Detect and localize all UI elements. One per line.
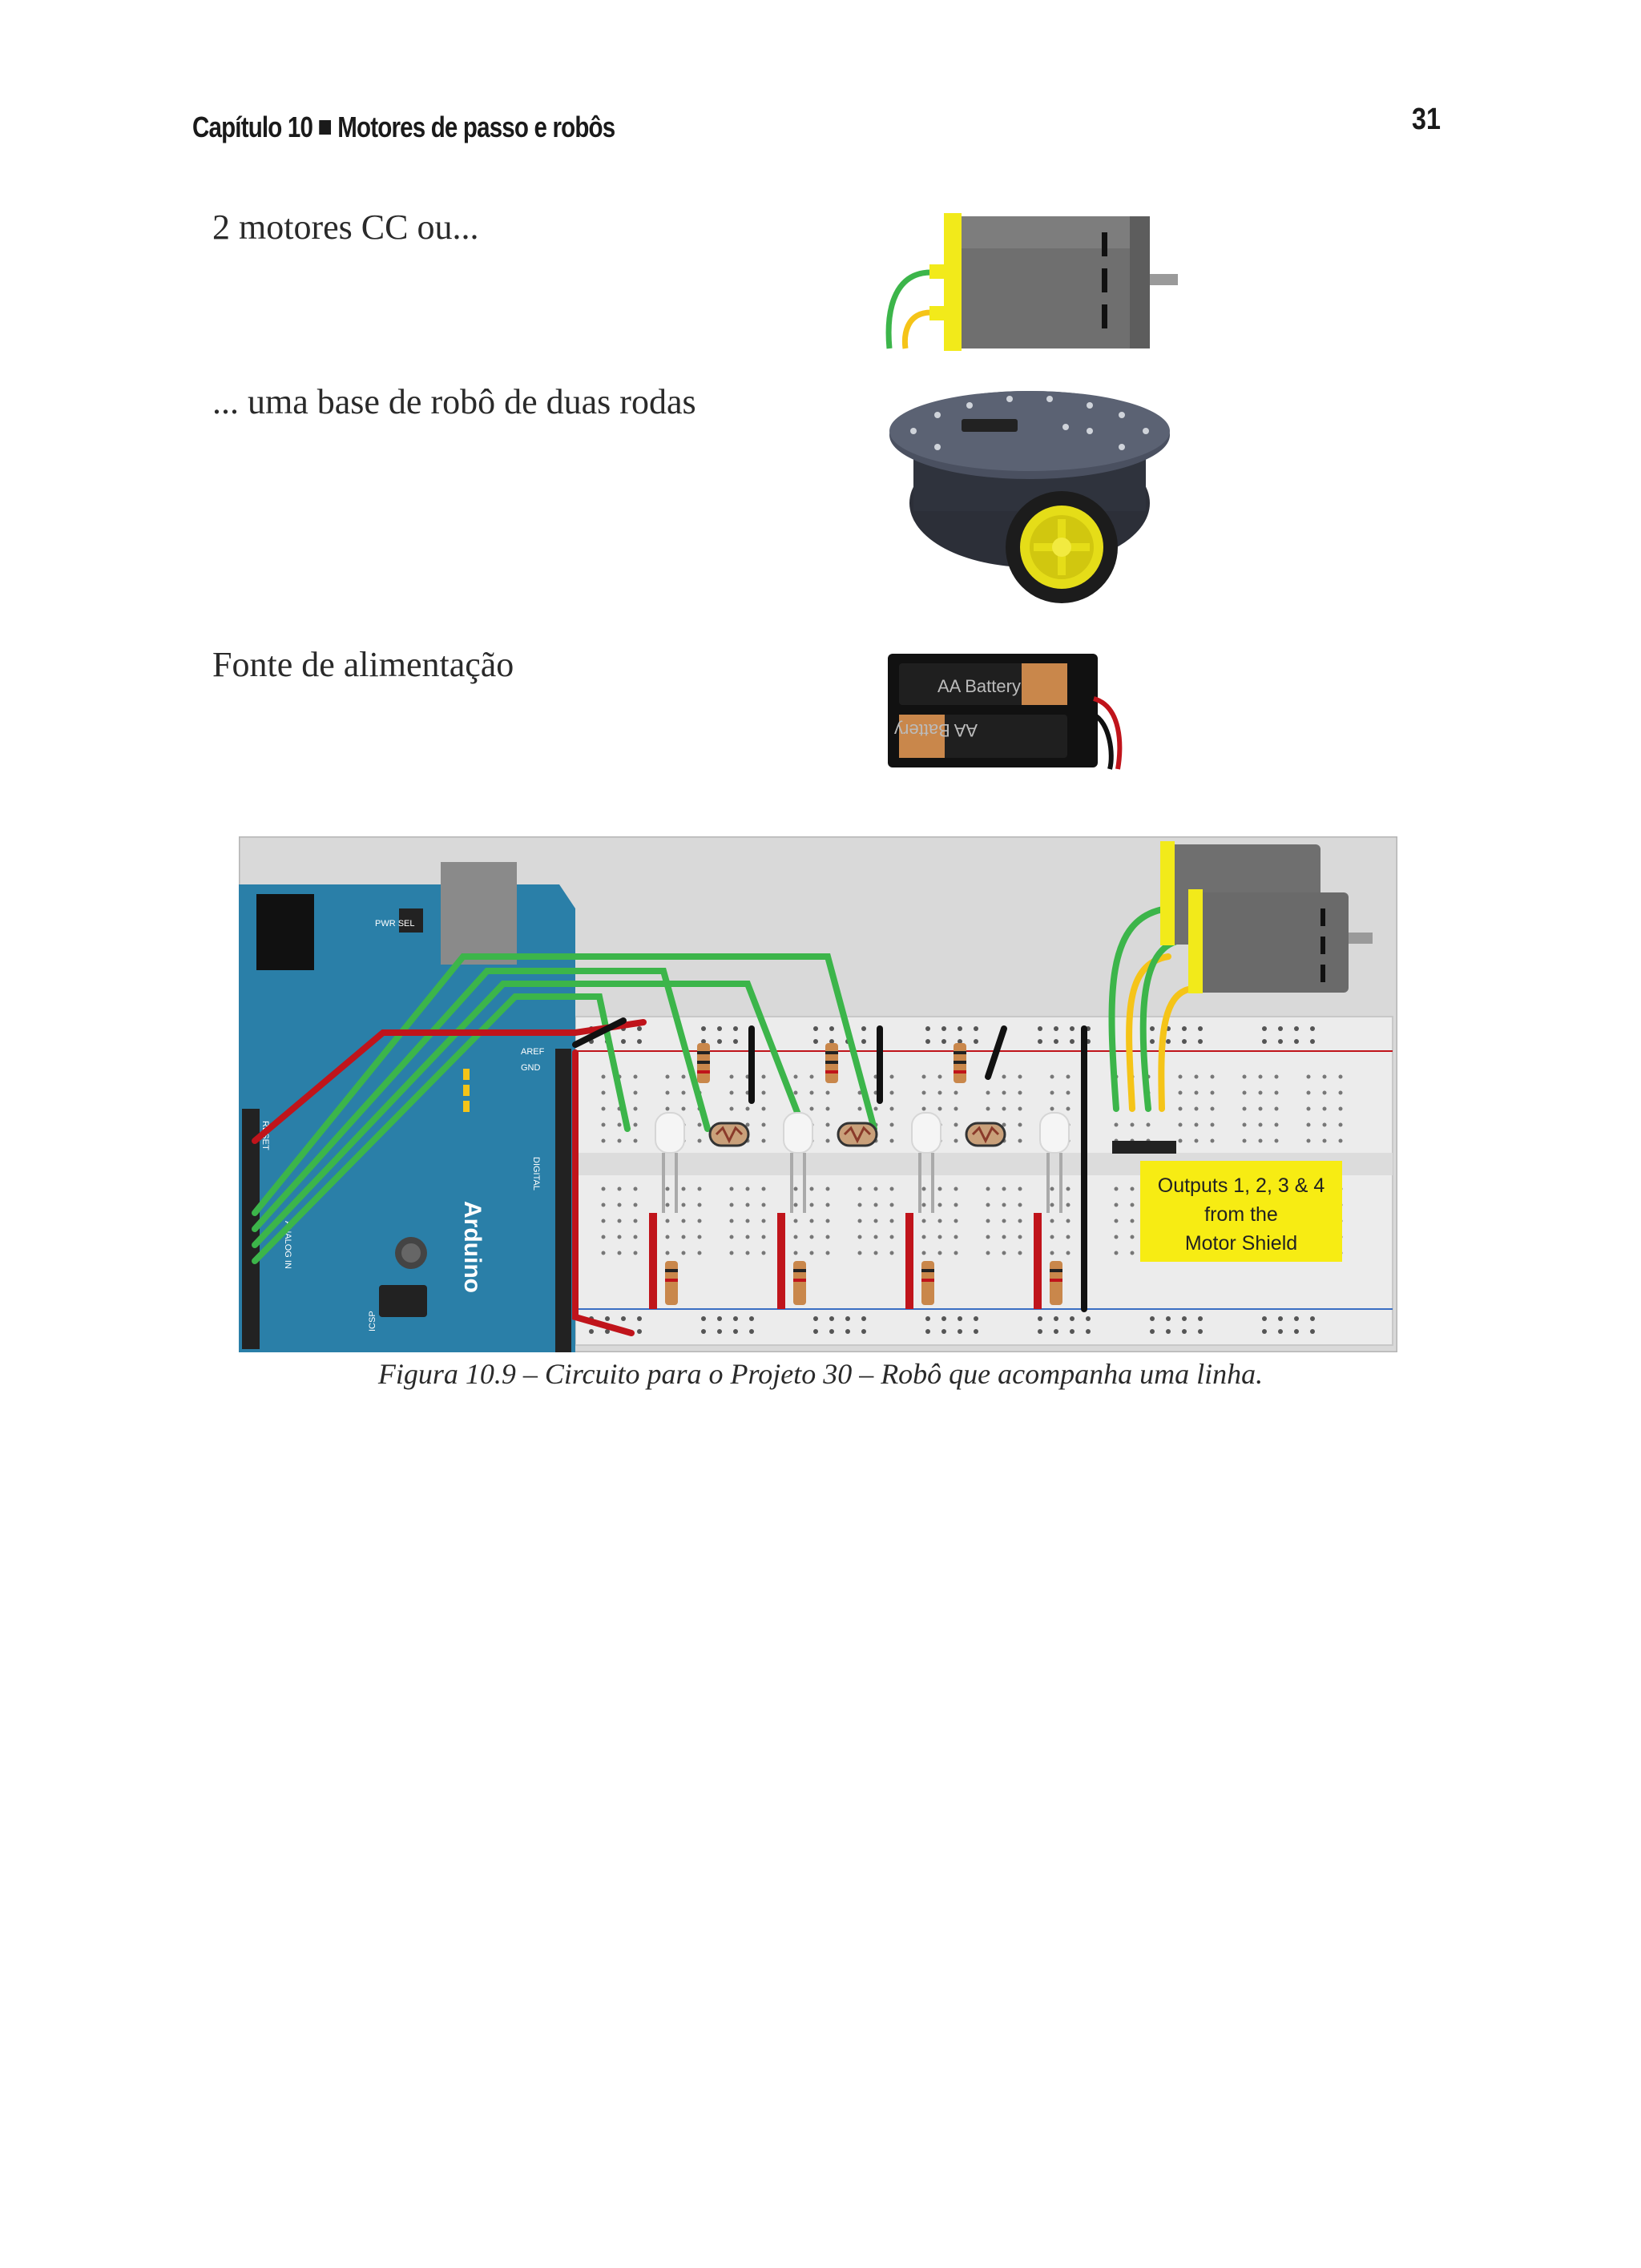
page-number: 31 xyxy=(1412,103,1441,136)
digital-label: DIGITAL xyxy=(531,1157,541,1190)
robot-base-icon xyxy=(881,383,1186,619)
callout-line-3: Motor Shield xyxy=(1185,1232,1297,1255)
callout-line-1: Outputs 1, 2, 3 & 4 xyxy=(1158,1174,1325,1197)
motor-shield-callout: Outputs 1, 2, 3 & 4 from the Motor Shiel… xyxy=(1140,1161,1342,1262)
battery-holder-icon: AA Battery AA Battery xyxy=(881,651,1138,775)
battery-label-top: AA Battery xyxy=(937,676,1021,696)
battery-label-bottom: AA Battery xyxy=(894,720,978,740)
gnd-label: GND xyxy=(521,1063,541,1073)
callout-line-2: from the xyxy=(1204,1203,1278,1226)
arduino-board: Arduino PWR SEL AREF GND DIGITAL ANALOG … xyxy=(239,862,575,1353)
square-bullet-icon xyxy=(319,120,332,135)
figure-caption: Figura 10.9 – Circuito para o Projeto 30… xyxy=(377,1358,1264,1390)
dc-motor-icon xyxy=(881,208,1186,357)
aref-label: AREF xyxy=(521,1047,545,1057)
pwr-sel-label: PWR SEL xyxy=(375,919,415,929)
item-text-power-supply: Fonte de alimentação xyxy=(212,645,514,684)
item-text-motors: 2 motores CC ou... xyxy=(212,207,479,247)
chapter-title: Motores de passo e robôs xyxy=(337,111,615,143)
chapter-label: Capítulo 10 xyxy=(192,111,313,143)
arduino-label: Arduino xyxy=(459,1201,486,1293)
item-text-robot-base: ... uma base de robô de duas rodas xyxy=(212,382,696,421)
motors-in-circuit xyxy=(1160,841,1373,993)
circuit-figure: Arduino PWR SEL AREF GND DIGITAL ANALOG … xyxy=(237,835,1399,1356)
icsp-label: ICSP xyxy=(368,1311,377,1331)
running-header: Capítulo 10 Motores de passo e robôs xyxy=(192,111,615,144)
